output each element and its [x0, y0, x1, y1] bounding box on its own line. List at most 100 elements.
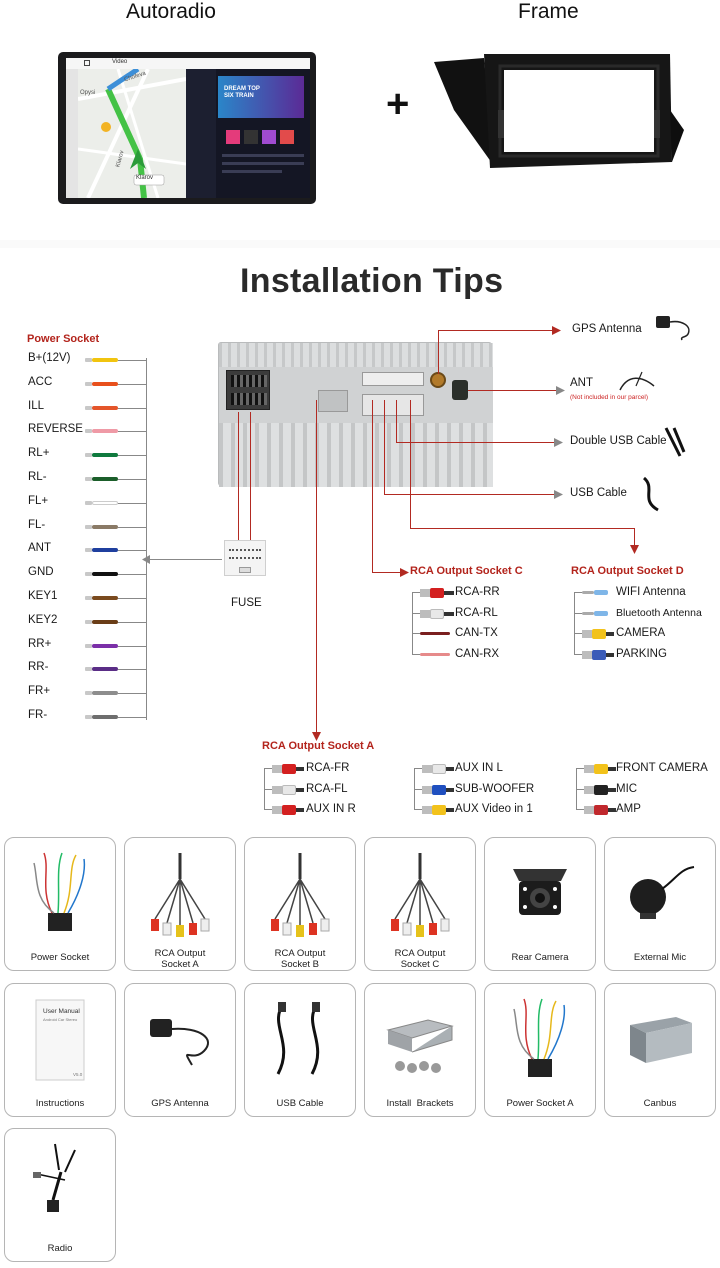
socket-branch-line	[574, 592, 582, 593]
power-pin-wire	[92, 524, 118, 529]
power-pin-label: ANT	[28, 542, 51, 555]
accessory-label: Rear Camera	[511, 952, 569, 963]
power-pin-label: GND	[28, 566, 54, 579]
power-pin-wire	[92, 500, 118, 505]
socket-branch-line	[414, 788, 422, 790]
rca-harness-icon	[365, 846, 475, 942]
power-pin-wire	[92, 691, 118, 696]
socket-branch-line	[576, 768, 584, 769]
wire-terminal	[85, 500, 92, 505]
power-socket-harness-icon	[485, 992, 595, 1088]
plus-sign: +	[386, 82, 410, 126]
socket-branch-line	[412, 592, 420, 593]
accessory-label: USB Cable	[276, 1098, 324, 1109]
pin-connector-line	[118, 717, 146, 718]
socket-branch-line	[574, 612, 582, 614]
rca-plug-tip	[420, 609, 430, 618]
rca-plug-tip	[272, 806, 282, 814]
power-bracket-line	[146, 358, 147, 720]
tips-band	[0, 240, 720, 248]
pin-connector-line	[118, 383, 146, 385]
rca-plug-body	[282, 784, 296, 795]
wire-terminal	[85, 691, 92, 696]
pin-connector-line	[118, 407, 146, 409]
power-pin-wire	[92, 358, 118, 362]
rca-plug-cable	[446, 808, 454, 812]
accessory-card: Canbus	[604, 983, 716, 1117]
ant-label: ANT	[570, 377, 593, 389]
socket-item-label: CAN-TX	[455, 627, 498, 639]
power-pin-wire	[92, 619, 118, 624]
accessory-label: Install Brackets	[386, 1098, 454, 1109]
socket-item-label: WIFI Antenna	[616, 586, 686, 598]
socket-bracket-line	[412, 592, 413, 654]
manual-subtitle: Android Car Stereo	[43, 1017, 78, 1022]
pin-connector-line	[118, 550, 146, 552]
antenna-wire	[582, 591, 594, 594]
usb-cable-icon	[245, 992, 355, 1088]
accessory-card: USB Cable	[244, 983, 356, 1117]
rca-plug-tip	[582, 650, 592, 659]
usb-cable-icon	[642, 476, 659, 512]
rca-plug-body	[594, 784, 608, 795]
socket-item-label: RCA-RR	[455, 586, 500, 598]
socket-item-label: CAN-RX	[455, 647, 500, 660]
pin-connector-line	[118, 669, 146, 671]
pin-connector-line	[118, 598, 146, 599]
socket-item-label: PARKING	[616, 647, 667, 660]
ant-port	[452, 380, 468, 400]
pin-connector-line	[118, 574, 146, 576]
home-icon	[84, 60, 90, 66]
screen-nav-label: Video	[112, 59, 128, 65]
wire-terminal	[85, 381, 92, 386]
power-pin-wire	[92, 596, 118, 600]
power-pin-wire	[92, 453, 118, 458]
rca-connector-block-bottom	[362, 394, 424, 416]
rca-connector-block-top	[362, 372, 424, 386]
accessory-card: Power Socket	[4, 837, 116, 971]
socket-item-label: AUX Video in 1	[455, 803, 533, 815]
accessory-card: External Mic	[604, 837, 716, 971]
antenna-wire	[582, 611, 594, 615]
autoradio-title: Autoradio	[126, 0, 216, 23]
rca-plug-tip	[422, 806, 432, 814]
accessory-label: Canbus	[643, 1098, 677, 1109]
pin-connector-line	[118, 502, 146, 504]
ant-note: (Not included in our parcel)	[570, 394, 649, 401]
socket-d-title: RCA Output Socket D	[571, 565, 684, 577]
rca-plug-tip	[272, 765, 282, 773]
accessory-label: RCA Output Socket A	[154, 948, 206, 970]
power-pin-label: RL+	[28, 447, 50, 460]
radio-adapter-icon	[5, 1137, 115, 1233]
wire-terminal	[85, 453, 92, 458]
wire-terminal	[85, 358, 92, 362]
manual-title: User Manual	[43, 1008, 80, 1015]
usb-cable-label: USB Cable	[570, 487, 627, 499]
accessory-card: RCA Output Socket B	[244, 837, 356, 971]
rca-plug-body	[432, 764, 446, 774]
rca-plug-body	[432, 805, 446, 815]
socket-c-title: RCA Output Socket C	[410, 565, 523, 577]
pin-connector-line	[118, 693, 146, 695]
pin-connector-line	[118, 360, 146, 361]
wire-terminal	[85, 405, 92, 410]
rca-plug-body	[592, 649, 606, 660]
rca-plug-body	[430, 608, 444, 619]
rca-plug-cable	[608, 787, 616, 792]
rca-plug-cable	[608, 767, 616, 771]
rca-plug-tip	[584, 785, 594, 794]
rca-plug-cable	[606, 652, 614, 657]
wire-terminal	[85, 477, 92, 481]
rca-plug-body	[594, 805, 608, 815]
pin-connector-line	[118, 431, 146, 433]
rca-plug-tip	[422, 765, 432, 773]
map-street-2: Opysi	[80, 90, 96, 96]
rca-plug-body	[282, 764, 296, 774]
canbus-box-icon	[605, 992, 715, 1088]
pin-connector-line	[118, 479, 146, 480]
usb-port-box	[318, 390, 348, 412]
navigation-map	[78, 69, 186, 198]
socket-branch-line	[264, 809, 272, 810]
power-pin-label: KEY1	[28, 590, 58, 602]
socket-item-label: Bluetooth Antenna	[616, 606, 702, 619]
